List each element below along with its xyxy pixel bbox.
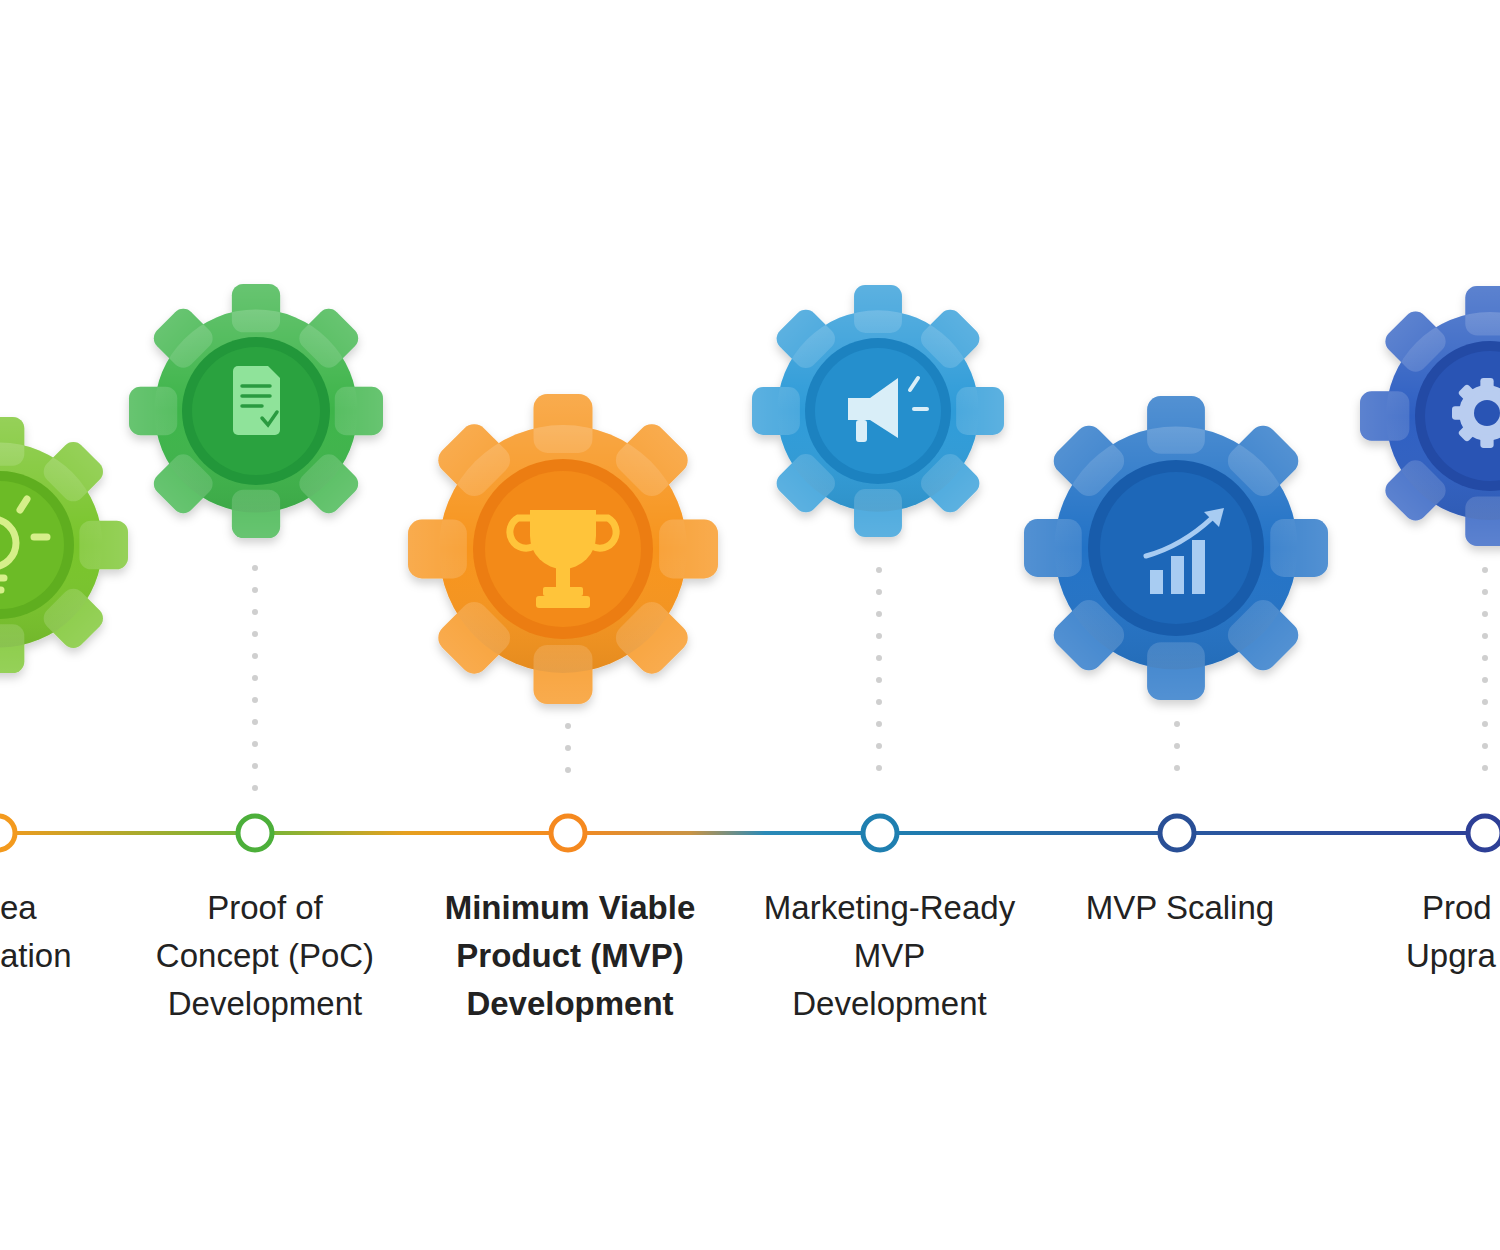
leader-line xyxy=(1174,724,1180,790)
timeline-line xyxy=(0,831,1500,835)
milestone-marker xyxy=(1463,811,1500,855)
milestone-ring xyxy=(0,816,15,850)
milestone-marker xyxy=(233,811,277,855)
gear-shine xyxy=(0,417,128,673)
milestone-ring xyxy=(238,816,272,850)
gear-body xyxy=(1360,286,1500,546)
gear-ring xyxy=(473,459,653,639)
trophy-icon xyxy=(510,510,616,608)
timeline-milestone: MVP Scaling xyxy=(1155,811,1199,855)
gear xyxy=(752,285,1004,537)
stage-name: Minimum Viable Product (MVP) Development xyxy=(425,884,715,1028)
leader-line xyxy=(876,570,882,790)
timeline-segment xyxy=(1197,831,1466,835)
gear-face xyxy=(485,471,641,627)
gear-ring xyxy=(0,471,74,619)
gear-face xyxy=(0,481,64,609)
milestone-label: MVP Scaling xyxy=(1030,884,1330,932)
gear-ring xyxy=(182,337,330,485)
gear xyxy=(1024,396,1328,700)
milestone-marker xyxy=(858,811,902,855)
stage-name: MVP Scaling xyxy=(1030,884,1330,932)
timeline-milestone: Prod Upgra xyxy=(1463,811,1500,855)
leader-line xyxy=(252,568,258,790)
milestone-ring xyxy=(1468,816,1500,850)
timeline-segment xyxy=(900,831,1158,835)
gear-body xyxy=(0,417,128,673)
gear-ring xyxy=(1415,341,1500,491)
cog-icon xyxy=(1452,378,1500,448)
gear-shine xyxy=(129,284,383,538)
milestone-ring xyxy=(863,816,897,850)
timeline-milestone: Minimum Viable Product (MVP) Development xyxy=(546,811,590,855)
chart-icon xyxy=(1146,508,1224,594)
gear-face xyxy=(815,348,941,474)
timeline-milestone: ea ation xyxy=(0,811,20,855)
gear xyxy=(0,417,128,673)
timeline-milestone: Proof of Concept (PoC) Development xyxy=(233,811,277,855)
stage-name: ea ation xyxy=(0,884,90,980)
gear-shine xyxy=(1024,396,1328,700)
gear-ring xyxy=(805,338,951,484)
gear-ring xyxy=(1088,460,1264,636)
milestone-label: ea ation xyxy=(0,884,90,980)
milestone-label: Marketing-Ready MVP Development xyxy=(747,884,1032,1028)
gear-face xyxy=(1425,351,1500,481)
gear-body xyxy=(752,285,1004,537)
gear-body xyxy=(1024,396,1328,700)
gear-shine xyxy=(1360,286,1500,546)
gear-face xyxy=(1100,472,1252,624)
gear-body xyxy=(408,394,718,704)
milestone-label: Prod Upgra xyxy=(1406,884,1500,980)
megaphone-icon xyxy=(848,378,927,442)
timeline-segment xyxy=(275,831,549,835)
milestone-ring xyxy=(551,816,585,850)
milestone-label: Minimum Viable Product (MVP) Development xyxy=(425,884,715,1028)
gear-shine xyxy=(752,285,1004,537)
gear-face xyxy=(192,347,320,475)
stage-name: Marketing-Ready MVP Development xyxy=(747,884,1032,1028)
leader-lines xyxy=(255,568,1485,790)
milestone-label: Proof of Concept (PoC) Development xyxy=(143,884,387,1028)
stage-name: Proof of Concept (PoC) Development xyxy=(143,884,387,1028)
lightbulb-icon xyxy=(0,499,47,590)
gear xyxy=(408,394,718,704)
leader-line xyxy=(565,726,571,790)
gear-shine xyxy=(408,394,718,704)
leader-line xyxy=(1482,570,1488,790)
timeline-segment xyxy=(588,831,861,835)
timeline-milestone: Marketing-Ready MVP Development xyxy=(858,811,902,855)
milestone-marker xyxy=(1155,811,1199,855)
timeline-segment xyxy=(18,831,236,835)
stage-name: Prod Upgra xyxy=(1406,884,1500,980)
document-icon xyxy=(233,366,280,435)
gear xyxy=(129,284,383,538)
milestone-marker xyxy=(546,811,590,855)
gear-body xyxy=(129,284,383,538)
milestone-marker xyxy=(0,811,20,855)
milestone-ring xyxy=(1160,816,1194,850)
gear xyxy=(1360,286,1500,546)
